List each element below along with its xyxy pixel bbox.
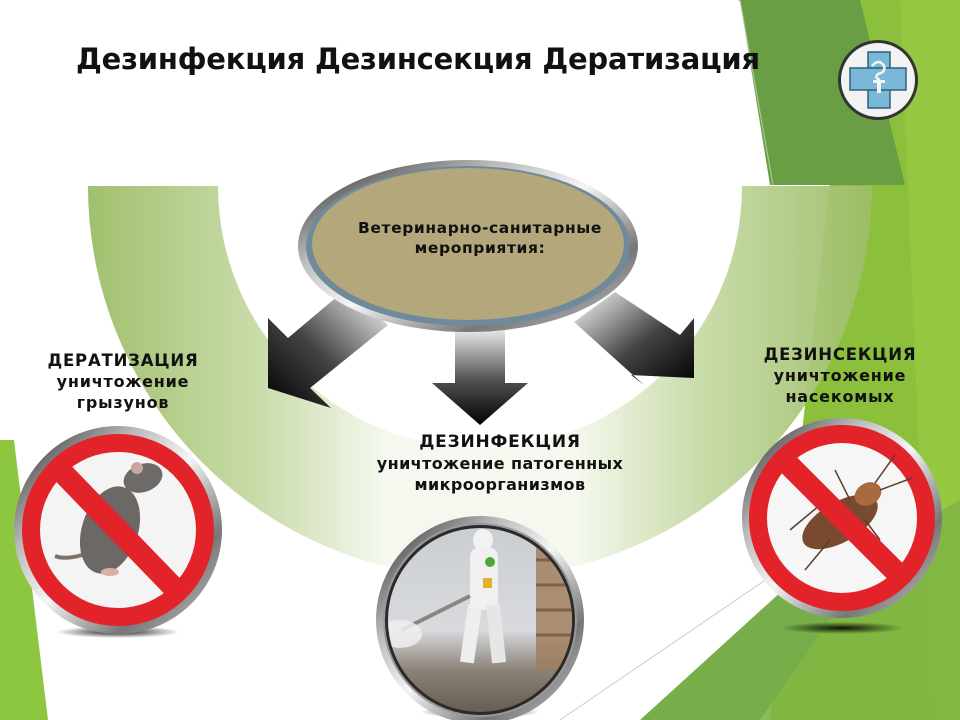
category-heading: ДЕРАТИЗАЦИЯ bbox=[47, 351, 199, 370]
arrow-down-left-icon bbox=[268, 290, 388, 408]
category-description-line1: уничтожение патогенных bbox=[376, 454, 624, 473]
category-description-line2: грызунов bbox=[76, 393, 170, 412]
disinfection-worker-photo bbox=[376, 516, 584, 720]
arrow-down-right-icon bbox=[574, 292, 694, 386]
category-description-line1: уничтожение bbox=[773, 366, 907, 385]
cockroach-prohibited-icon bbox=[742, 418, 942, 618]
center-oval-label: Ветеринарно-санитарные мероприятия: bbox=[320, 218, 640, 258]
medical-cross-caduceus-icon bbox=[838, 40, 918, 120]
category-deratization: ДЕРАТИЗАЦИЯ уничтожение грызунов bbox=[28, 350, 218, 413]
category-heading: ДЕЗИНСЕКЦИЯ bbox=[763, 345, 917, 364]
center-label-line1: Ветеринарно-санитарные bbox=[357, 219, 603, 237]
slide-title: Дезинфекция Дезинсекция Дератизация bbox=[76, 42, 760, 76]
center-label-line2: мероприятия: bbox=[414, 239, 546, 257]
rat-prohibited-icon bbox=[14, 426, 222, 634]
category-description-line1: уничтожение bbox=[56, 372, 190, 391]
category-disinfection: ДЕЗИНФЕКЦИЯ уничтожение патогенных микро… bbox=[350, 432, 650, 495]
category-disinsection: ДЕЗИНСЕКЦИЯ уничтожение насекомых bbox=[740, 344, 940, 407]
category-heading: ДЕЗИНФЕКЦИЯ bbox=[419, 432, 581, 452]
medical-cross-logo bbox=[849, 51, 907, 109]
category-description-line2: насекомых bbox=[785, 387, 895, 406]
arrow-down-icon bbox=[432, 322, 528, 425]
category-description-line2: микроорганизмов bbox=[414, 475, 586, 494]
